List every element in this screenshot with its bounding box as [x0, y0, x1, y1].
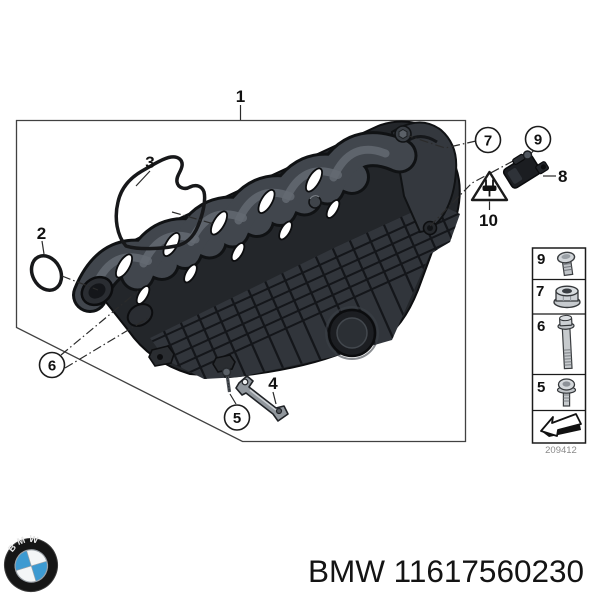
- svg-text:7: 7: [484, 133, 492, 150]
- support-bracket-4: [235, 375, 289, 422]
- map-sensor-8: [502, 150, 550, 189]
- callout-1[interactable]: 1: [236, 87, 245, 106]
- callout-2[interactable]: 2: [37, 224, 46, 243]
- svg-text:9: 9: [534, 132, 542, 149]
- leader-3-dash: [171, 211, 215, 225]
- callout-3[interactable]: 3: [145, 153, 154, 172]
- pan-head-screw-icon: [556, 378, 577, 407]
- callout-4[interactable]: 4: [268, 374, 278, 393]
- vacuum-port-knob: [308, 195, 322, 209]
- leader-3: [135, 170, 151, 187]
- leader-6b-dash: [64, 316, 151, 369]
- short-bolt-icon: [556, 251, 576, 277]
- svg-text:6: 6: [537, 318, 545, 335]
- svg-text:6: 6: [48, 358, 56, 375]
- svg-text:5: 5: [233, 410, 241, 427]
- intake-port: [80, 275, 154, 327]
- long-bolt-icon: [557, 314, 575, 370]
- callout-circle-6[interactable]: 6: [38, 351, 66, 379]
- svg-text:7: 7: [536, 283, 544, 300]
- legend-item-7: 7: [536, 283, 581, 309]
- svg-text:5: 5: [537, 379, 545, 396]
- callout-circle-9[interactable]: 9: [524, 125, 552, 153]
- intake-manifold-illustration: [72, 120, 461, 393]
- legend-panel: 9 7 6: [531, 247, 587, 444]
- flange-nut-icon: [553, 285, 581, 309]
- part-number-text: BMW 11617560230: [308, 553, 584, 589]
- sensor-bolt-9: [522, 150, 533, 160]
- mount-boss-bolt-7: [394, 125, 412, 143]
- leader-2-dash: [61, 275, 99, 291]
- electrical-plug-icon: [482, 179, 497, 197]
- leader-9-dash: [429, 152, 529, 227]
- leader-4: [272, 391, 277, 405]
- legend-item-6: 6: [537, 314, 575, 370]
- bmw-logo: BMW: [4, 530, 58, 592]
- main-diagram-frame: [15, 119, 467, 443]
- warning-triangle-10: [470, 170, 509, 210]
- svg-text:9: 9: [537, 251, 545, 268]
- callout-8[interactable]: 8: [558, 167, 567, 186]
- oring-gasket-2: [29, 254, 64, 292]
- bolt-5-part: [221, 367, 232, 393]
- drawing-number: 209412: [545, 445, 577, 456]
- throttle-flange: [325, 306, 379, 360]
- mounting-tab: [148, 345, 236, 373]
- callout-circle-5[interactable]: 5: [223, 404, 251, 431]
- leader-6a-dash: [60, 290, 139, 356]
- direction-arrow-icon: [540, 413, 582, 437]
- callout-circle-7[interactable]: 7: [474, 126, 502, 154]
- profile-gasket-3: [114, 155, 207, 251]
- callout-10[interactable]: 10: [479, 211, 498, 230]
- sensor-mount-boss: [422, 220, 438, 236]
- runner-gaps: [115, 167, 341, 305]
- leader-5: [229, 393, 237, 405]
- legend-item-arrow: [540, 413, 582, 437]
- legend-item-5: 5: [537, 378, 577, 407]
- leader-7-dash: [408, 135, 477, 149]
- legend-item-9: 9: [537, 251, 576, 277]
- leader-2: [41, 240, 45, 255]
